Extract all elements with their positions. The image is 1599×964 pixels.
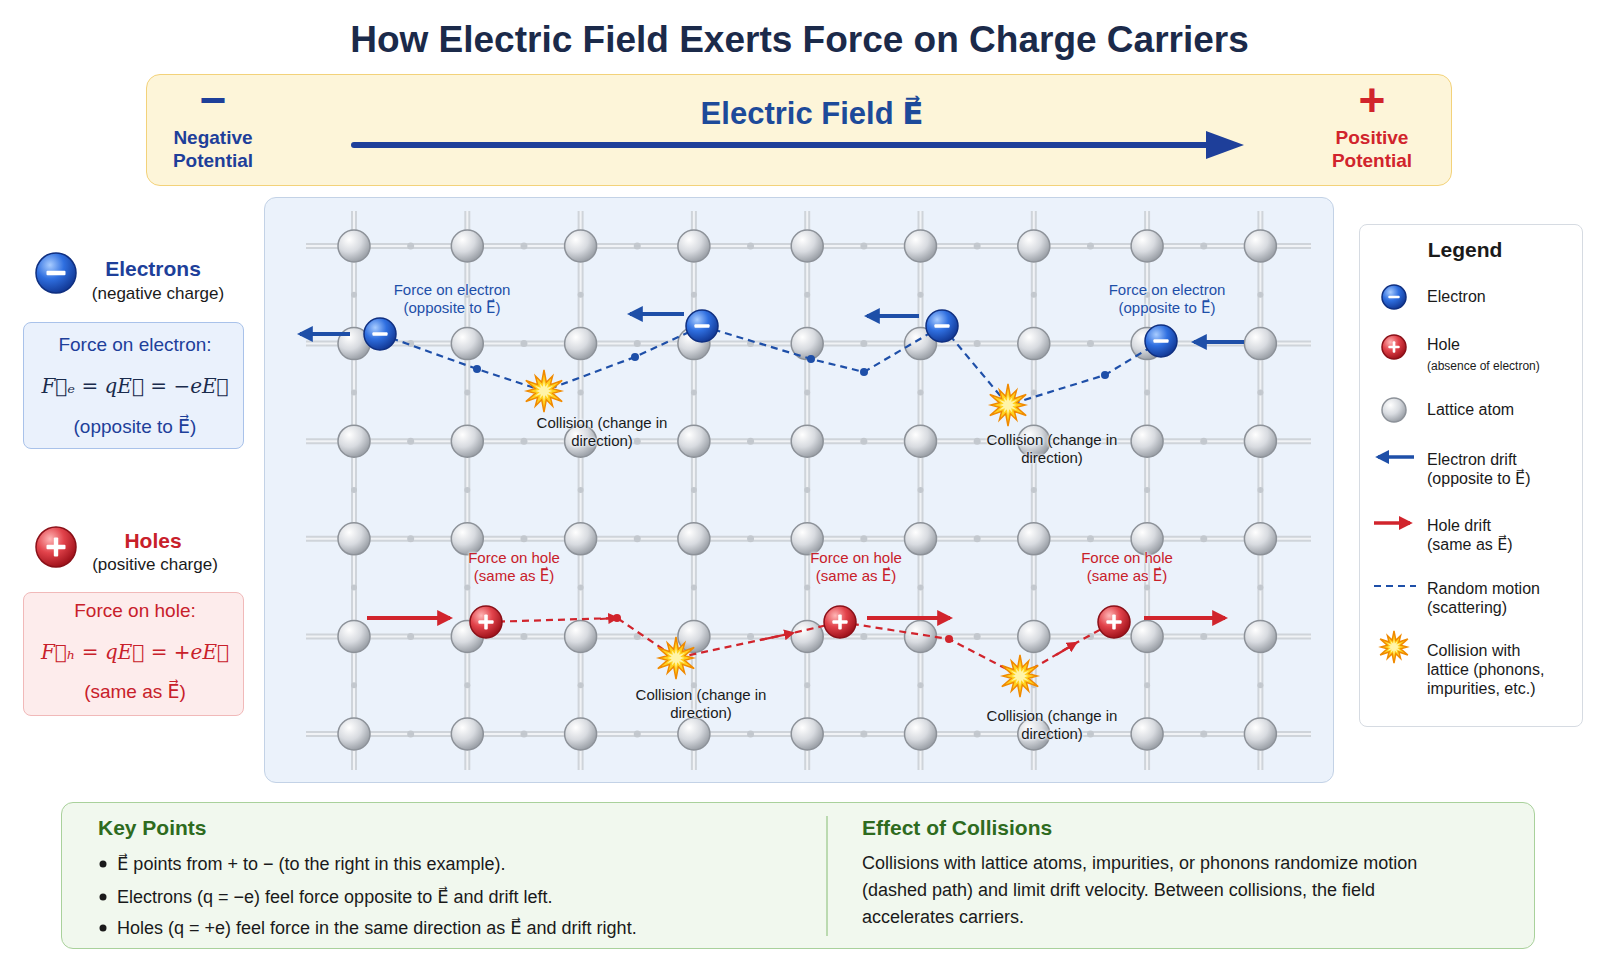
force-callout: Force on hole (same as E⃗) — [1071, 549, 1183, 585]
force-callout: Force on electron (opposite to E⃗) — [1100, 281, 1235, 317]
force-callout: Force on electron (opposite to E⃗) — [385, 281, 520, 317]
box-heading: Force on hole: — [30, 600, 240, 623]
legend-label: Random motion (scattering) — [1427, 579, 1552, 617]
carrier-name: Holes — [68, 528, 238, 553]
potential-sign: − — [183, 73, 243, 128]
legend-label: Lattice atom — [1427, 400, 1567, 419]
carrier-name: Electrons — [68, 256, 238, 281]
field-band: −Negative Potential Electric Field E⃗ +Pos… — [146, 74, 1452, 186]
legend-label: Hole — [1427, 335, 1567, 354]
carrier-body — [36, 253, 76, 293]
box-note: (same as E⃗) — [30, 681, 240, 704]
notes-box: Key Points E⃗ points from + to − (to the … — [61, 802, 1535, 949]
force-formula: F⃗ₑ = qE⃗ = −eE⃗ — [28, 374, 243, 398]
carrier-note: (positive charge) — [60, 555, 250, 575]
force-formula: F⃗ₕ = qE⃗ = +eE⃗ — [28, 640, 243, 664]
potential-label: Positive Potential — [1312, 127, 1432, 173]
bullet-text: Holes (q = +e) feel force in the same di… — [117, 918, 817, 940]
box-heading: Force on electron: — [30, 334, 240, 357]
potential-label: Negative Potential — [153, 127, 273, 173]
electron-symbol — [36, 253, 76, 293]
legend-note: (absence of electron) — [1427, 359, 1577, 373]
notes-heading: Effect of Collisions — [862, 815, 1362, 840]
force-callout: Force on hole (same as E⃗) — [800, 549, 912, 585]
sign-bar — [47, 271, 66, 275]
collision-callout: Collision (change in direction) — [970, 431, 1135, 467]
potential-sign: + — [1342, 73, 1402, 128]
collision-callout: Collision (change in direction) — [520, 414, 685, 450]
carrier-note: (negative charge) — [63, 284, 253, 304]
collision-callout: Collision (change in direction) — [970, 707, 1135, 743]
collision-callout: Collision (change in direction) — [619, 686, 784, 722]
formula-box: Force on electron: F⃗ₑ = qE⃗ = −eE⃗ (oppos… — [23, 322, 244, 449]
lattice-panel: Force on electron (opposite to E⃗) Force … — [264, 197, 1334, 783]
diagram-title: How Electric Field Exerts Force on Charg… — [0, 18, 1599, 62]
legend-label: Electron drift (opposite to E⃗) — [1427, 450, 1557, 488]
box-note: (opposite to E⃗) — [30, 416, 240, 439]
formula-box: Force on hole: F⃗ₕ = qE⃗ = +eE⃗ (same as E… — [23, 592, 244, 716]
sign-bar — [47, 545, 66, 549]
sign-bar — [54, 538, 58, 557]
bullet-text: E⃗ points from + to − (to the right in t… — [117, 854, 817, 876]
legend-label: Electron — [1427, 287, 1567, 306]
notes-body: Collisions with lattice atoms, impuritie… — [862, 850, 1437, 931]
bullet-text: Electrons (q = −e) feel force opposite t… — [117, 887, 817, 909]
carrier-body — [36, 527, 76, 567]
hole-symbol — [36, 527, 76, 567]
legend-label: Hole drift (same as E⃗) — [1427, 516, 1527, 554]
force-callout: Force on hole (same as E⃗) — [458, 549, 570, 585]
legend-label: Collision with lattice (phonons, impurit… — [1427, 641, 1562, 699]
legend-heading: Legend — [1365, 237, 1565, 262]
field-label: Electric Field E⃗ — [592, 95, 1032, 132]
notes-heading: Key Points — [98, 815, 598, 840]
